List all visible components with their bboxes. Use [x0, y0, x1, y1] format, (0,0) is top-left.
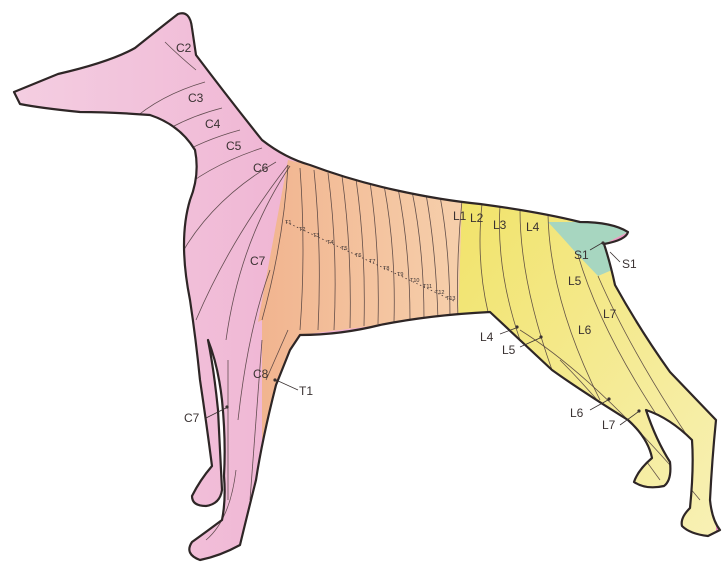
- dot-t1: [273, 378, 276, 381]
- label-s1-top: S1: [574, 248, 589, 262]
- label-l6-hip: L6: [578, 323, 592, 337]
- label-t4: T4: [327, 240, 333, 246]
- label-c3: C3: [188, 91, 204, 105]
- label-l6-leg: L6: [570, 406, 584, 420]
- dot-l4: [515, 325, 518, 328]
- label-l7-hip: L7: [603, 307, 617, 321]
- label-l2: L2: [470, 211, 484, 225]
- label-t8: T8: [383, 266, 389, 272]
- dot-l5: [539, 335, 542, 338]
- label-c7-leg: C7: [184, 411, 200, 425]
- label-c2: C2: [176, 41, 192, 55]
- label-l4-top: L4: [526, 220, 540, 234]
- label-t1-leg: T1: [299, 384, 313, 398]
- label-t2: T2: [299, 227, 305, 233]
- label-t13: T13: [446, 296, 455, 302]
- label-t7: T7: [369, 259, 375, 265]
- label-c7-neck: C7: [250, 254, 266, 268]
- label-t11: T11: [423, 284, 432, 290]
- label-l4-leg: L4: [480, 330, 494, 344]
- label-t10: T10: [410, 278, 419, 284]
- label-l5-leg: L5: [502, 343, 516, 357]
- label-t12: T12: [435, 290, 444, 296]
- label-t5: T5: [341, 246, 347, 252]
- label-t1: T1: [285, 220, 291, 226]
- label-s1-side: S1: [622, 257, 637, 271]
- label-c5: C5: [226, 139, 242, 153]
- dot-c7-leg: [225, 405, 228, 408]
- dot-l6: [607, 397, 610, 400]
- dot-l7: [637, 409, 640, 412]
- thoracic-region: [258, 160, 462, 440]
- label-l5-hip: L5: [568, 274, 582, 288]
- label-c4: C4: [205, 117, 221, 131]
- label-l1: L1: [453, 209, 467, 223]
- label-t3: T3: [313, 233, 319, 239]
- dot-s1: [601, 241, 604, 244]
- label-c8: C8: [253, 367, 269, 381]
- label-l3: L3: [493, 218, 507, 232]
- label-t9: T9: [397, 272, 403, 278]
- label-l7-leg: L7: [602, 418, 616, 432]
- label-c6: C6: [253, 161, 269, 175]
- label-t6: T6: [355, 253, 361, 259]
